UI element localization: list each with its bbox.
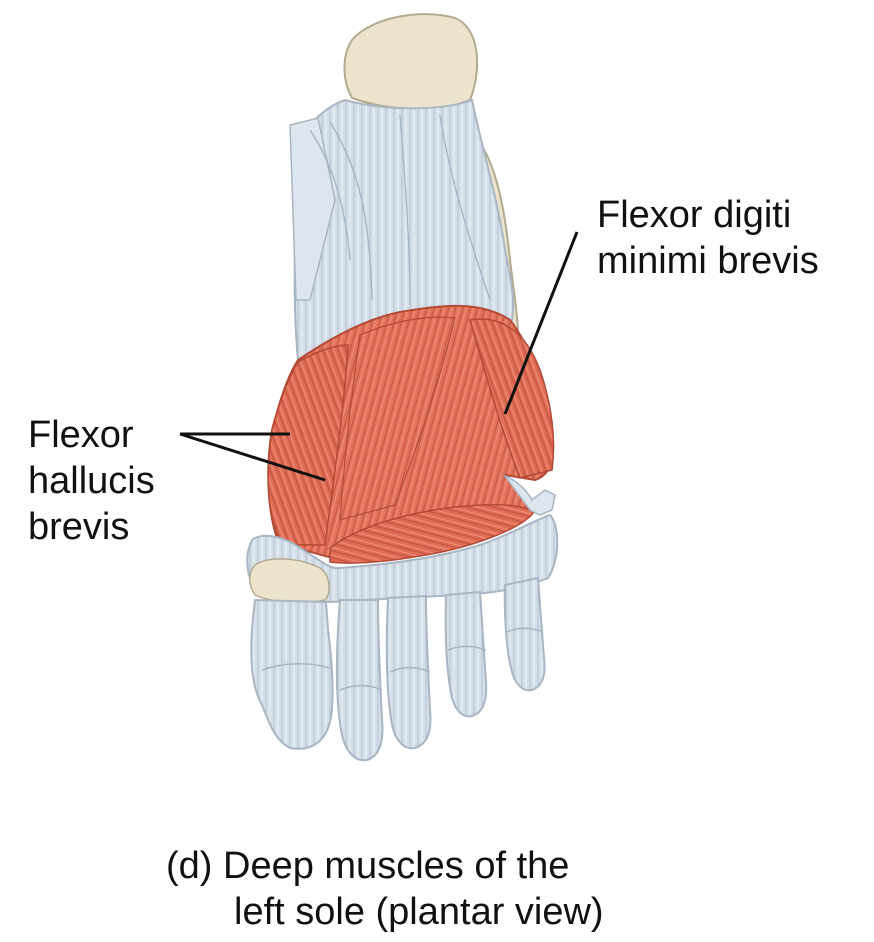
flexor-hallucis-brevis-muscle xyxy=(267,344,349,546)
sesamoid-bone xyxy=(249,558,330,604)
label-flexor-hallucis-brevis: Flexor hallucis brevis xyxy=(28,412,155,550)
label-line: minimi brevis xyxy=(597,240,819,282)
leader-line-fhb-lower xyxy=(179,432,326,482)
toe-3 xyxy=(385,594,432,750)
label-line: brevis xyxy=(28,506,130,548)
toe-5 xyxy=(503,576,546,692)
toe-1 xyxy=(250,598,334,750)
label-flexor-digiti-minimi-brevis: Flexor digiti minimi brevis xyxy=(597,192,819,284)
lateral-tendon xyxy=(502,474,556,516)
calcaneus-bone xyxy=(343,13,479,110)
medial-tendon xyxy=(289,117,336,301)
toe-2 xyxy=(335,599,384,762)
figure-caption: (d) Deep muscles of the left sole (plant… xyxy=(166,843,604,935)
label-line: Flexor digiti xyxy=(597,194,792,236)
label-line: Flexor xyxy=(28,414,134,456)
caption-line-2: left sole (plantar view) xyxy=(234,891,604,933)
caption-line-1: (d) Deep muscles of the xyxy=(166,845,570,887)
toe-4 xyxy=(444,590,488,718)
central-muscle xyxy=(339,316,456,521)
leader-line-fdmb xyxy=(503,231,579,415)
label-line: hallucis xyxy=(28,460,155,502)
